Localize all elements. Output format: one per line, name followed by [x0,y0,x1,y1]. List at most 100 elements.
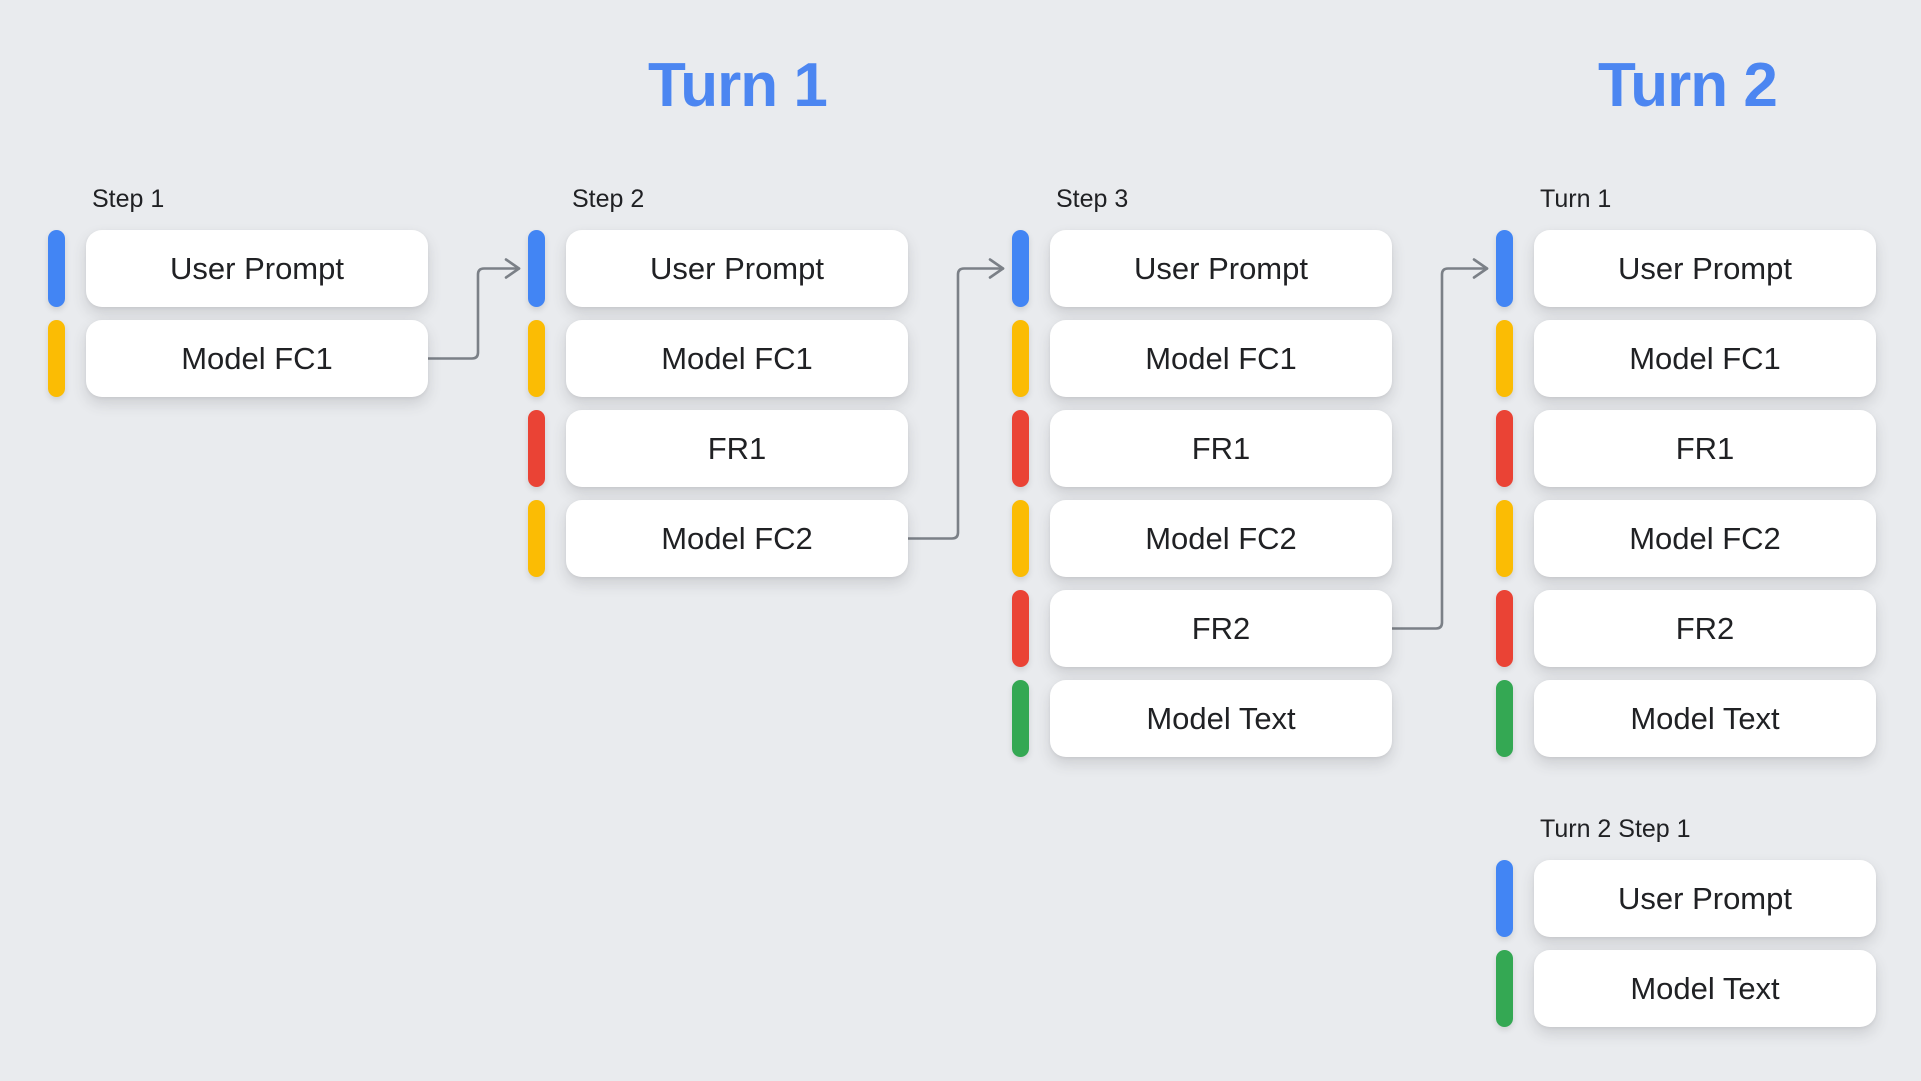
block-row-fr2: FR2 [1012,590,1392,667]
block-model-fc1: Model FC1 [566,320,908,397]
block-label: Model FC1 [1145,340,1297,376]
title-turn-1: Turn 1 [648,51,828,120]
flow-arrow-step1-to-step2 [426,267,521,360]
turn2-step1-column-label: Turn 2 Step 1 [1540,815,1691,843]
fr-color-bar [1496,410,1513,487]
block-label: User Prompt [170,250,344,286]
block-row-model-fc1: Model FC1 [528,320,908,397]
user-color-bar [1496,230,1513,307]
turn1-column-label: Turn 1 [1540,185,1612,213]
step3-column-label: Step 3 [1056,185,1129,213]
block-fr2: FR2 [1534,590,1876,667]
block-label: FR2 [1675,610,1735,646]
model-fc-color-bar [528,500,545,577]
fr-color-bar [528,410,545,487]
model-fc-color-bar [1012,500,1029,577]
fr-color-bar [1496,590,1513,667]
model-fc-color-bar [1496,500,1513,577]
model-text-color-bar [1012,680,1029,757]
block-label: FR1 [1675,430,1735,466]
user-color-bar [528,230,545,307]
block-fr1: FR1 [1050,410,1392,487]
block-row-user-prompt: User Prompt [1496,860,1876,937]
model-text-color-bar [1496,950,1513,1027]
block-row-fr1: FR1 [528,410,908,487]
block-row-model-text: Model Text [1012,680,1392,757]
block-label: User Prompt [1134,250,1308,286]
fr-color-bar [1012,410,1029,487]
model-fc-color-bar [1496,320,1513,397]
block-row-model-fc2: Model FC2 [1012,500,1392,577]
block-model-fc2: Model FC2 [566,500,908,577]
block-label: Model Text [1630,970,1780,1006]
block-model-fc1: Model FC1 [1534,320,1876,397]
block-label: Model FC1 [181,340,333,376]
step1-column-label: Step 1 [92,185,165,213]
block-model-text: Model Text [1534,950,1876,1027]
block-label: Model FC2 [661,520,813,556]
block-row-model-fc1: Model FC1 [1012,320,1392,397]
block-row-model-text: Model Text [1496,950,1876,1027]
block-model-fc2: Model FC2 [1534,500,1876,577]
block-model-text: Model Text [1534,680,1876,757]
block-label: User Prompt [1618,880,1792,916]
block-row-user-prompt: User Prompt [1012,230,1392,307]
block-row-fr1: FR1 [1012,410,1392,487]
block-label: Model Text [1630,700,1780,736]
user-color-bar [1012,230,1029,307]
block-label: Model FC2 [1145,520,1297,556]
block-row-user-prompt: User Prompt [48,230,428,307]
user-color-bar [48,230,65,307]
arrowhead-icon [988,258,1005,279]
block-row-model-text: Model Text [1496,680,1876,757]
block-label: User Prompt [1618,250,1792,286]
fr-color-bar [1012,590,1029,667]
block-user-prompt: User Prompt [86,230,428,307]
block-label: Model FC1 [1629,340,1781,376]
block-model-fc2: Model FC2 [1050,500,1392,577]
block-label: FR1 [1191,430,1251,466]
user-color-bar [1496,860,1513,937]
block-row-fr1: FR1 [1496,410,1876,487]
block-label: FR1 [707,430,767,466]
model-fc-color-bar [1012,320,1029,397]
block-user-prompt: User Prompt [1534,860,1876,937]
block-row-fr2: FR2 [1496,590,1876,667]
model-fc-color-bar [528,320,545,397]
block-label: User Prompt [650,250,824,286]
block-row-model-fc1: Model FC1 [1496,320,1876,397]
flow-arrow-step2-to-step3 [906,267,1005,540]
step2-column-label: Step 2 [572,185,645,213]
block-row-model-fc2: Model FC2 [1496,500,1876,577]
block-label: Model FC2 [1629,520,1781,556]
block-user-prompt: User Prompt [1534,230,1876,307]
block-row-user-prompt: User Prompt [1496,230,1876,307]
model-text-color-bar [1496,680,1513,757]
arrowhead-icon [504,258,521,279]
block-label: Model FC1 [661,340,813,376]
block-row-model-fc2: Model FC2 [528,500,908,577]
block-fr1: FR1 [566,410,908,487]
arrowhead-icon [1472,258,1489,279]
block-fr1: FR1 [1534,410,1876,487]
block-model-fc1: Model FC1 [86,320,428,397]
block-fr2: FR2 [1050,590,1392,667]
block-model-fc1: Model FC1 [1050,320,1392,397]
block-row-model-fc1: Model FC1 [48,320,428,397]
block-user-prompt: User Prompt [566,230,908,307]
flow-arrow-step3-to-turn1 [1390,267,1489,630]
block-label: FR2 [1191,610,1251,646]
block-user-prompt: User Prompt [1050,230,1392,307]
block-model-text: Model Text [1050,680,1392,757]
